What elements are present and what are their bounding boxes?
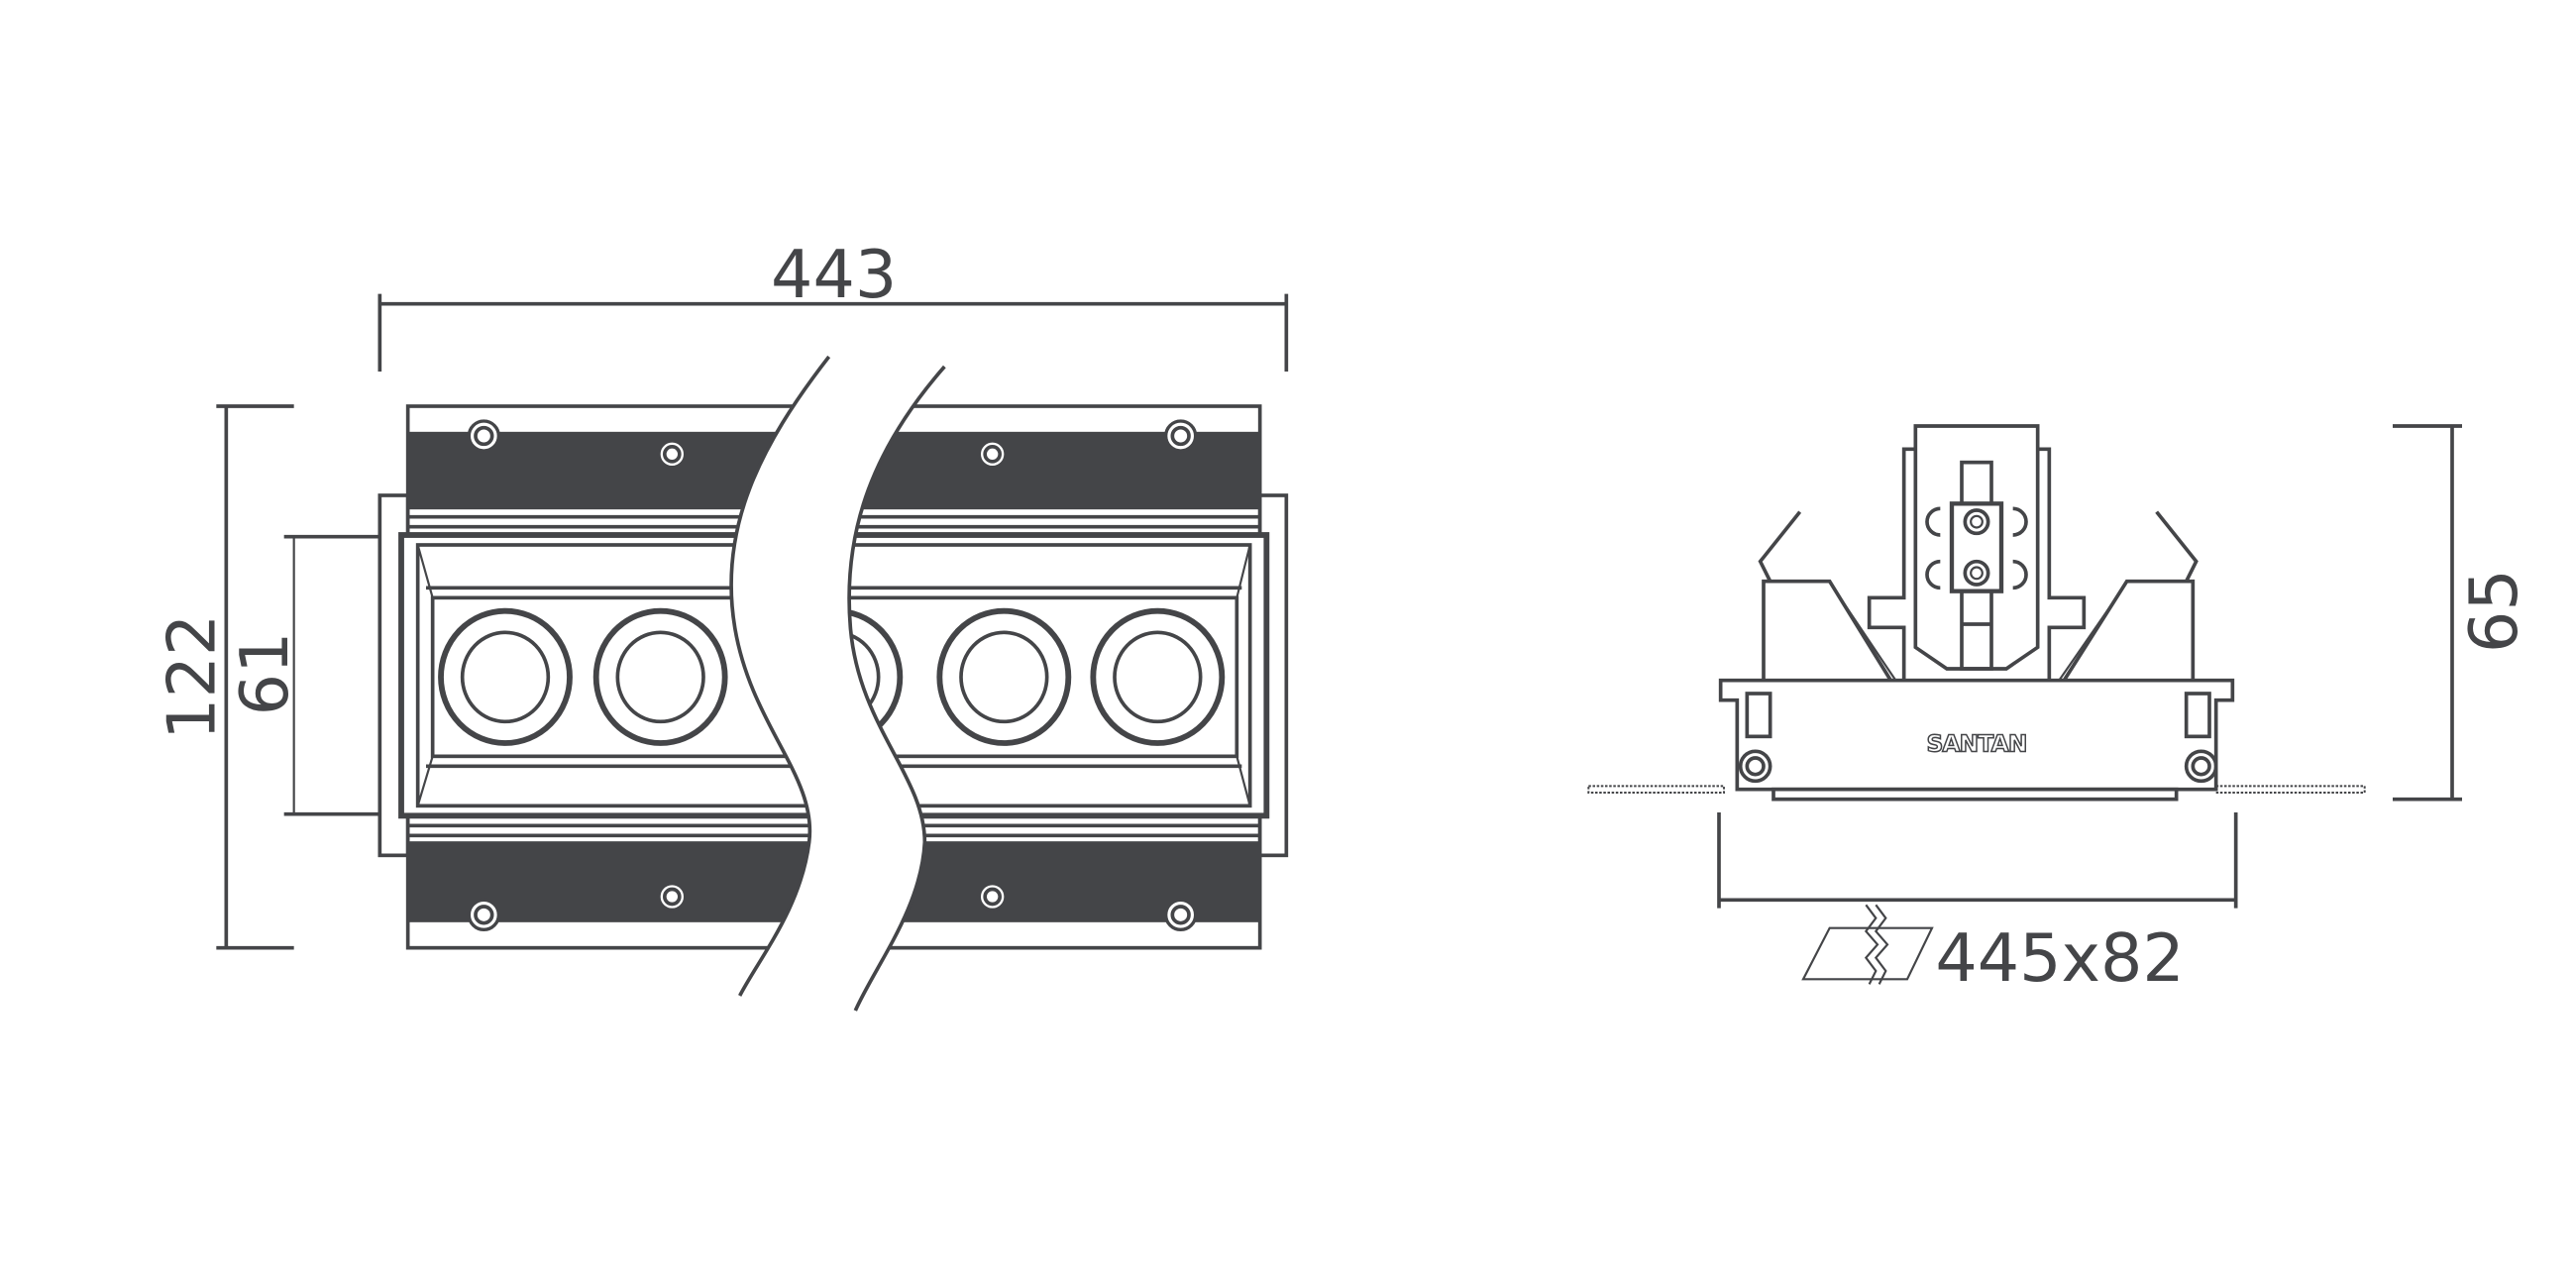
height-label: 122 — [154, 614, 231, 740]
brand-logo: SANTAN — [1926, 729, 2026, 757]
screws — [467, 419, 1198, 931]
lens — [438, 607, 573, 746]
dimension-depth: 65 — [2393, 424, 2532, 802]
depth-label: 65 — [2455, 569, 2532, 653]
mounting-springs — [1758, 510, 2199, 682]
inner-height-label: 61 — [226, 632, 303, 716]
lens — [1090, 607, 1226, 746]
dimension-inner-height: 61 — [226, 534, 380, 816]
length-label: 443 — [771, 236, 897, 313]
cutout-icon — [1801, 904, 1934, 985]
dimension-height: 122 — [154, 404, 294, 950]
dimension-length: 443 — [377, 236, 1289, 372]
cutout-label: 445x82 — [1935, 919, 2185, 997]
side-view: SANTAN 65 445x82 — [1587, 424, 2532, 997]
trim-body: SANTAN — [1718, 678, 2235, 802]
break-line-symbol — [729, 355, 946, 1012]
lens — [592, 607, 728, 746]
dimension-cutout: 445x82 — [1717, 812, 2238, 997]
driver-housing — [1867, 424, 2087, 681]
front-view: 443 122 61 — [154, 236, 1289, 1012]
lens — [936, 607, 1072, 746]
